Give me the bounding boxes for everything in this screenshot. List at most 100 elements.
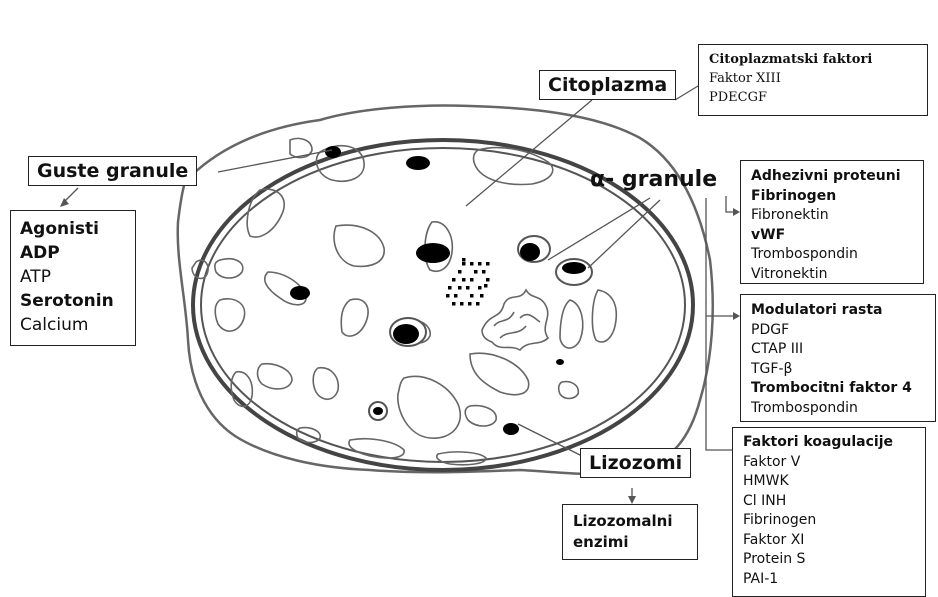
glycogen-particle bbox=[462, 258, 466, 262]
glycogen-particle bbox=[478, 286, 482, 290]
glycogen-particle bbox=[462, 278, 466, 282]
glycogen-particle bbox=[452, 278, 456, 282]
arrowhead bbox=[60, 198, 69, 207]
box-item: Calcium bbox=[20, 313, 126, 337]
dense-granule bbox=[325, 146, 341, 158]
box-item: CTAP III bbox=[751, 340, 925, 360]
box-item: Modulatori rasta bbox=[751, 301, 925, 321]
box-item: Trombospondin bbox=[751, 399, 925, 419]
guste-leader bbox=[218, 150, 332, 172]
box-item: vWF bbox=[751, 226, 913, 246]
organelle-shape bbox=[334, 225, 384, 266]
dense-granule bbox=[406, 156, 430, 170]
dense-granules bbox=[290, 146, 564, 435]
box-item: Faktor XIII bbox=[709, 69, 917, 88]
organelle-shape bbox=[398, 376, 460, 438]
glycogen-particle bbox=[474, 270, 478, 274]
box-item: Trombocitni faktor 4 bbox=[751, 379, 925, 399]
glycogen-particle bbox=[482, 270, 486, 274]
organelle-shape bbox=[559, 382, 579, 399]
citoplazma-box-leader bbox=[675, 86, 698, 100]
glycogen-particle bbox=[466, 286, 470, 290]
label-lizozomi: Lizozomi bbox=[580, 448, 691, 478]
label-guste-granule: Guste granule bbox=[28, 156, 197, 186]
box-item: PAI-1 bbox=[743, 570, 915, 590]
box-item: Cl INH bbox=[743, 492, 915, 512]
glycogen-particle bbox=[470, 294, 474, 298]
glycogen-particle bbox=[454, 294, 458, 298]
organelle-shape bbox=[313, 368, 338, 400]
organelle-shape bbox=[215, 299, 244, 331]
glycogen-particle bbox=[484, 284, 488, 288]
arrowhead bbox=[733, 208, 740, 216]
box-item: ATP bbox=[20, 265, 126, 289]
box-item: enzimi bbox=[573, 532, 687, 553]
box-item: Fibronektin bbox=[751, 206, 913, 226]
alpha-granule-core bbox=[393, 324, 419, 344]
box-item: Fibrinogen bbox=[743, 511, 915, 531]
box-item: TGF-β bbox=[751, 360, 925, 380]
glycogen-particle bbox=[460, 302, 464, 306]
dense-granule bbox=[290, 286, 310, 300]
glycogen-particle bbox=[486, 262, 490, 266]
box-citoplazmatski-faktori: Citoplazmatski faktori Faktor XIII PDECG… bbox=[698, 44, 928, 116]
organelle-shape bbox=[341, 299, 368, 336]
glycogen-particle bbox=[480, 294, 484, 298]
dense-granule bbox=[503, 423, 519, 435]
glycogen-particles bbox=[446, 258, 490, 306]
glycogen-particle bbox=[470, 278, 474, 282]
glycogen-particle bbox=[470, 262, 474, 266]
arrowhead bbox=[733, 312, 740, 320]
box-adhezivni-proteini: Adhezivni proteuni Fibrinogen Fibronekti… bbox=[740, 160, 924, 284]
dense-granule bbox=[416, 243, 450, 263]
organelle-shape bbox=[560, 300, 583, 348]
glycogen-particle bbox=[458, 270, 462, 274]
box-item: Agonisti bbox=[20, 217, 126, 241]
alpha-leader-2 bbox=[588, 200, 660, 268]
organelle-shape bbox=[465, 406, 496, 426]
box-item: Faktori koagulacije bbox=[743, 433, 915, 453]
alpha-to-adhezivni bbox=[726, 196, 738, 212]
glycogen-particle bbox=[468, 302, 472, 306]
box-modulatori-rasta: Modulatori rasta PDGF CTAP III TGF-β Tro… bbox=[740, 294, 936, 422]
box-item: Trombospondin bbox=[751, 245, 913, 265]
label-alpha-granule: α- granule bbox=[588, 166, 719, 194]
glycogen-particle bbox=[462, 262, 466, 266]
box-lizozomalni-enzimi: Lizozomalni enzimi bbox=[562, 504, 698, 560]
arrowhead bbox=[628, 496, 636, 504]
organelle-shape bbox=[592, 290, 616, 342]
box-item: PDECGF bbox=[709, 88, 917, 107]
organelle-shape bbox=[437, 452, 486, 465]
box-item: HMWK bbox=[743, 472, 915, 492]
citoplazma-leader bbox=[466, 100, 592, 206]
leader-lines bbox=[62, 86, 740, 500]
cell-inner-ring bbox=[201, 148, 685, 462]
box-faktori-koagulacije: Faktori koagulacije Faktor V HMWK Cl INH… bbox=[732, 427, 926, 597]
glycogen-particle bbox=[452, 302, 456, 306]
alpha-granule-core bbox=[373, 407, 383, 415]
box-title: Citoplazmatski faktori bbox=[709, 50, 917, 69]
glycogen-particle bbox=[448, 286, 452, 290]
organelle-shape bbox=[215, 259, 243, 278]
alpha-granule-core bbox=[520, 243, 540, 261]
box-item: Vitronektin bbox=[751, 265, 913, 285]
box-item: Adhezivni proteuni bbox=[751, 167, 913, 187]
box-item: Faktor V bbox=[743, 453, 915, 473]
organelle-shape bbox=[470, 353, 529, 394]
box-item: Faktor XI bbox=[743, 531, 915, 551]
box-item: Protein S bbox=[743, 550, 915, 570]
glycogen-particle bbox=[446, 294, 450, 298]
alpha-leader-1 bbox=[548, 198, 650, 260]
glycogen-particle bbox=[476, 302, 480, 306]
outer-membrane bbox=[178, 106, 713, 475]
box-item: Serotonin bbox=[20, 289, 126, 313]
box-item: Lizozomalni bbox=[573, 511, 687, 532]
box-guste-granule: Agonisti ADP ATP Serotonin Calcium bbox=[10, 210, 136, 346]
box-item: ADP bbox=[20, 241, 126, 265]
box-item: PDGF bbox=[751, 321, 925, 341]
dense-granule bbox=[556, 359, 564, 365]
organelle-shape bbox=[258, 364, 293, 389]
glycogen-particle bbox=[478, 262, 482, 266]
glycogen-particle bbox=[458, 286, 462, 290]
alpha-granule-core bbox=[562, 262, 586, 274]
